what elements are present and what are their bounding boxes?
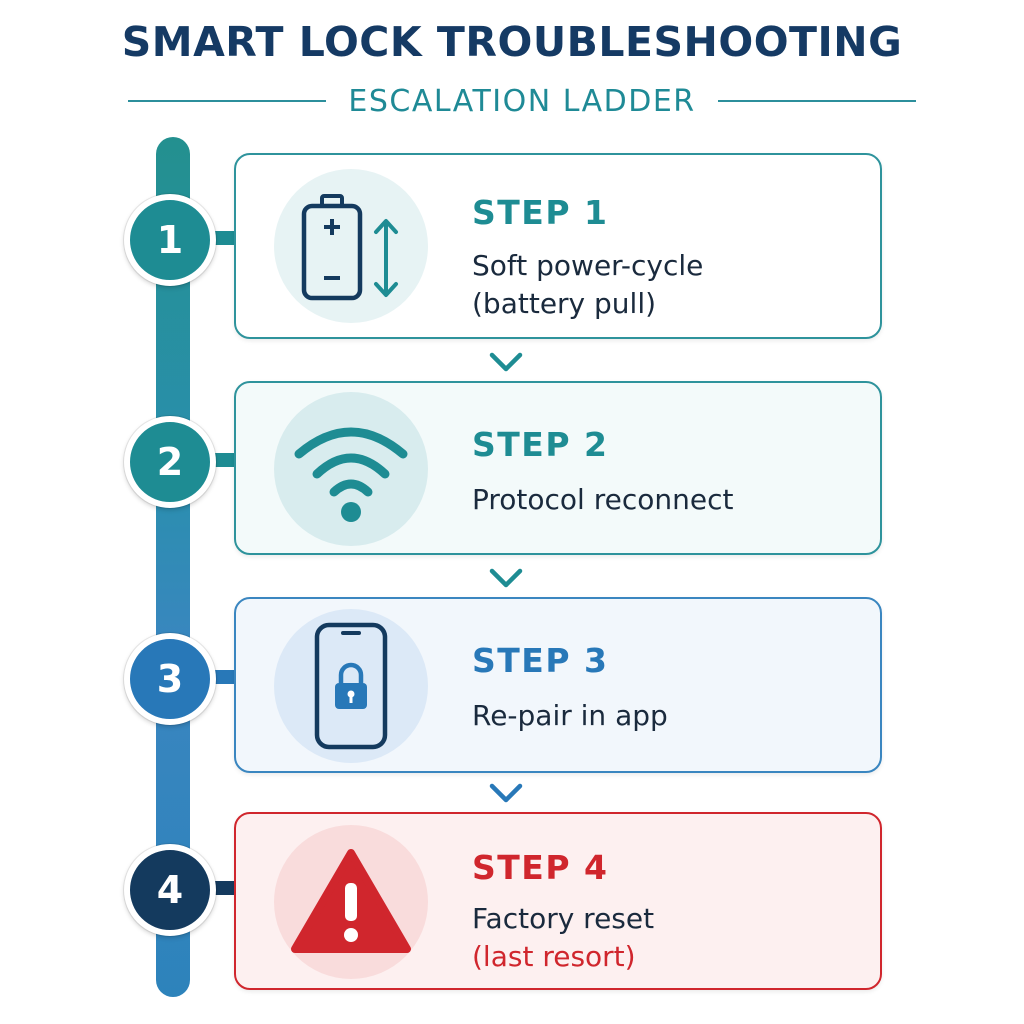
connector-step-2: [212, 453, 238, 467]
chevron-down-icon: [489, 568, 523, 588]
step-4-number: 4: [156, 868, 184, 912]
phone-lock-icon: [314, 622, 388, 750]
step-4-badge: 4: [124, 844, 216, 936]
step-1-badge: 1: [124, 194, 216, 286]
wifi-icon: [294, 427, 408, 522]
step-2-desc-line-1: Protocol reconnect: [472, 483, 734, 516]
step-4-description: Factory reset (last resort): [472, 900, 654, 976]
step-2-description: Protocol reconnect: [472, 481, 733, 519]
subtitle-row: ESCALATION LADDER: [128, 78, 917, 124]
step-1-description: Soft power-cycle (battery pull): [472, 247, 703, 323]
step-1-label: STEP 1: [472, 193, 609, 232]
step-4-desc-line-1: Factory reset: [472, 902, 655, 935]
page-title: SMART LOCK TROUBLESHOOTING: [121, 18, 903, 66]
battery-icon: [301, 194, 398, 301]
step-3-icon-circle: [274, 609, 428, 763]
step-4-label: STEP 4: [472, 848, 609, 887]
step-2-label: STEP 2: [472, 425, 609, 464]
divider-right: [717, 100, 917, 102]
connector-step-3: [212, 670, 238, 684]
warning-icon: [291, 849, 411, 953]
step-2-badge: 2: [124, 416, 216, 508]
step-2-icon-circle: [274, 392, 428, 546]
step-3-description: Re-pair in app: [472, 697, 668, 735]
step-1-desc-line-2: (battery pull): [472, 287, 657, 320]
step-3-card[interactable]: STEP 3 Re-pair in app: [234, 597, 882, 773]
step-1-icon-circle: [274, 169, 428, 323]
step-1-card[interactable]: STEP 1 Soft power-cycle (battery pull): [234, 153, 882, 339]
step-1-desc-line-1: Soft power-cycle: [472, 249, 704, 282]
step-3-label: STEP 3: [472, 641, 609, 680]
step-2-number: 2: [156, 440, 184, 484]
connector-step-1: [212, 231, 238, 245]
chevron-down-icon: [489, 783, 523, 803]
step-4-icon-circle: [274, 825, 428, 979]
step-3-badge: 3: [124, 633, 216, 725]
chevron-down-icon: [489, 352, 523, 372]
step-3-desc-line-1: Re-pair in app: [472, 699, 668, 732]
divider-left: [128, 100, 327, 102]
connector-step-4: [212, 881, 238, 895]
step-1-number: 1: [156, 218, 184, 262]
step-4-desc-line-2: (last resort): [472, 940, 636, 973]
step-3-number: 3: [156, 657, 184, 701]
step-2-card[interactable]: STEP 2 Protocol reconnect: [234, 381, 882, 555]
page-subtitle: ESCALATION LADDER: [348, 83, 696, 119]
step-4-card[interactable]: STEP 4 Factory reset (last resort): [234, 812, 882, 990]
